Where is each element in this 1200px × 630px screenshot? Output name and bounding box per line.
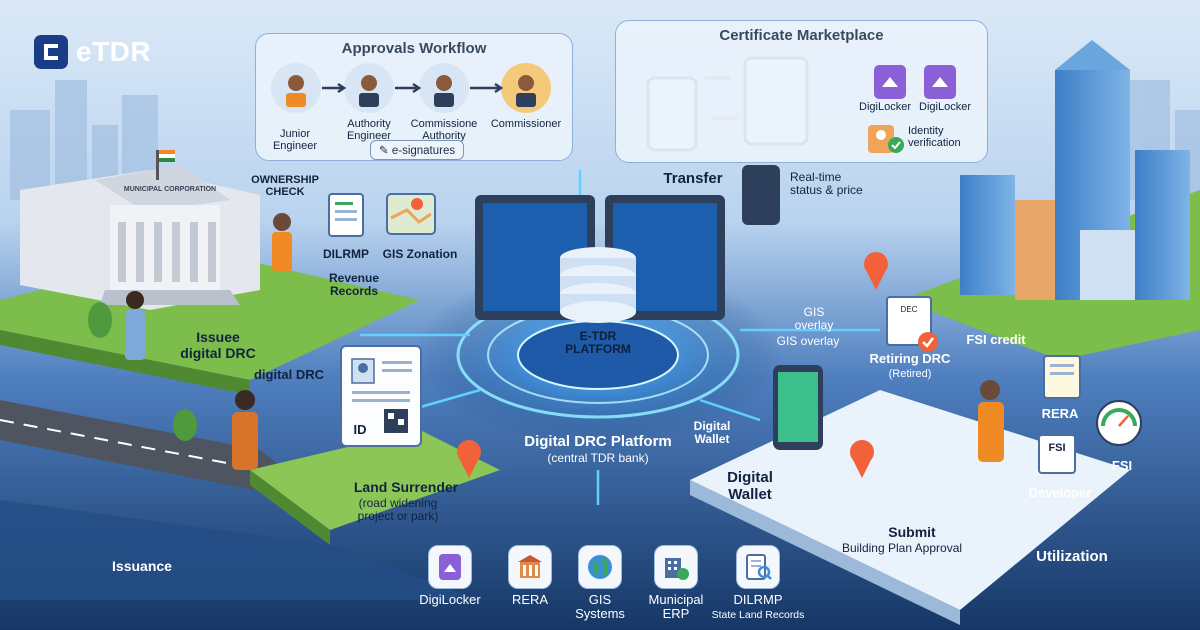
city-towers bbox=[960, 40, 1190, 300]
fsi-label: FSI bbox=[1111, 458, 1133, 473]
integration-gis-systems[interactable]: GIS Systems bbox=[572, 545, 628, 622]
role-junior-engineer: Junior Engineer bbox=[272, 128, 318, 153]
submit-label: Submit bbox=[888, 524, 936, 540]
utilization-section-label: Utilization bbox=[1036, 548, 1108, 565]
identity-verification-label: Identity verification bbox=[908, 125, 961, 150]
digilocker-label-2: DigiLocker bbox=[919, 101, 971, 113]
brand-logo[interactable]: eTDR bbox=[34, 35, 151, 69]
rera-label: RERA bbox=[1041, 406, 1079, 421]
drc-certificate: ID bbox=[340, 345, 422, 447]
building-plan-approval-label: Building Plan Approval bbox=[841, 541, 963, 555]
fsi-badge-label: FSI bbox=[1048, 442, 1066, 454]
municipal-erp-icon bbox=[654, 545, 698, 589]
dilrmp-document-icon bbox=[328, 193, 364, 237]
ownership-check-label: OWNERSHIP CHECK bbox=[251, 174, 319, 199]
people bbox=[125, 213, 1004, 470]
integration-dilrmp[interactable]: DILRMP State Land Records bbox=[708, 545, 808, 622]
rera-building-icon bbox=[508, 545, 552, 589]
retired-label: (Retired) bbox=[888, 368, 932, 380]
land-surrender-title: Land Surrender bbox=[353, 479, 459, 495]
municipal-building bbox=[20, 150, 260, 310]
issuance-floor bbox=[0, 500, 480, 600]
brand-name: eTDR bbox=[76, 36, 152, 67]
land-records-icon bbox=[736, 545, 780, 589]
location-pins bbox=[457, 252, 888, 478]
integration-gis-systems-label: GIS Systems bbox=[575, 592, 625, 622]
integration-rera-label: RERA bbox=[511, 592, 549, 607]
role-commissioner: Commissioner bbox=[490, 118, 562, 130]
developer-label: Developer bbox=[1028, 485, 1092, 500]
esignatures-badge: ✎ e-signatures bbox=[370, 140, 465, 160]
identity-verification-icon bbox=[868, 125, 904, 153]
integration-municipal-erp-label: Municipal ERP bbox=[648, 592, 704, 622]
fsi-credit-label: FSI credit bbox=[966, 332, 1026, 347]
digital-wallet-small-label: Digital Wallet bbox=[693, 419, 731, 447]
building-sign: MUNICIPAL CORPORATION bbox=[123, 186, 217, 193]
role-commissione-authority: Commissione Authority bbox=[410, 118, 478, 143]
fsi-gauge-icon bbox=[1096, 400, 1142, 446]
globe-icon bbox=[578, 545, 622, 589]
digilocker-icon bbox=[428, 545, 472, 589]
platform-label: E-TDR PLATFORM bbox=[565, 329, 631, 357]
dilrmp-title: DILRMP bbox=[733, 592, 783, 607]
id-card-label: ID bbox=[353, 422, 367, 437]
pen-icon: ✎ bbox=[379, 145, 389, 157]
road bbox=[0, 400, 330, 505]
integration-digilocker[interactable]: DigiLocker bbox=[418, 545, 482, 607]
role-authority-engineer: Authority Engineer bbox=[346, 118, 392, 143]
digilocker-label-1: DigiLocker bbox=[859, 101, 911, 113]
transfer-label: Transfer bbox=[663, 170, 723, 187]
integration-rera[interactable]: RERA bbox=[502, 545, 558, 607]
rera-document-icon bbox=[1043, 355, 1081, 399]
dec-label: DEC bbox=[900, 305, 918, 314]
digital-drc-label: digital DRC bbox=[253, 367, 325, 382]
approval-avatars bbox=[271, 63, 551, 113]
digilocker-icons bbox=[874, 65, 956, 99]
gis-zonation-label: GIS Zonation bbox=[382, 247, 458, 261]
certificate-marketplace-panel: Certificate Marketplace DigiLocker DigiL… bbox=[615, 20, 988, 163]
developer-doc-icon: FSI bbox=[1038, 434, 1076, 474]
approvals-workflow-panel: Approvals Workflow Junior Engineer Autho… bbox=[255, 33, 573, 161]
retiring-drc-label: Retiring DRC bbox=[869, 351, 951, 366]
digital-wallet-label: Digital Wallet bbox=[727, 469, 773, 503]
integration-municipal-erp[interactable]: Municipal ERP bbox=[646, 545, 706, 622]
dilrmp-label: DILRMP bbox=[323, 247, 369, 261]
issuance-section-label: Issuance bbox=[112, 558, 172, 574]
retired-check-icon bbox=[918, 332, 938, 352]
certificate-photo-icon bbox=[351, 358, 412, 433]
logo-mark-icon bbox=[34, 35, 68, 69]
server-stack bbox=[560, 247, 636, 323]
land-surrender-parcel bbox=[250, 430, 500, 530]
gis-map-icon bbox=[386, 193, 436, 235]
gis-overlay-label-2: GIS overlay bbox=[776, 334, 840, 348]
issues-drc-label: Issuee digital DRC bbox=[180, 329, 256, 361]
approvals-title: Approvals Workflow bbox=[341, 40, 487, 57]
realtime-label: Real-time status & price bbox=[790, 170, 863, 198]
marketplace-title: Certificate Marketplace bbox=[719, 27, 884, 44]
digital-drc-platform-subtitle: (central TDR bank) bbox=[547, 451, 649, 465]
integration-digilocker-label: DigiLocker bbox=[419, 592, 481, 607]
integration-dilrmp-label: DILRMP State Land Records bbox=[711, 592, 805, 622]
esignatures-label: e-signatures bbox=[391, 145, 456, 157]
land-surrender-note: (road widening project or park) bbox=[357, 496, 439, 524]
revenue-records-label: Revenue Records bbox=[328, 271, 380, 299]
dilrmp-subtitle: State Land Records bbox=[711, 609, 805, 622]
digital-drc-platform-title: Digital DRC Platform bbox=[524, 433, 672, 450]
gis-overlay-label-1: GIS overlay bbox=[794, 305, 834, 333]
